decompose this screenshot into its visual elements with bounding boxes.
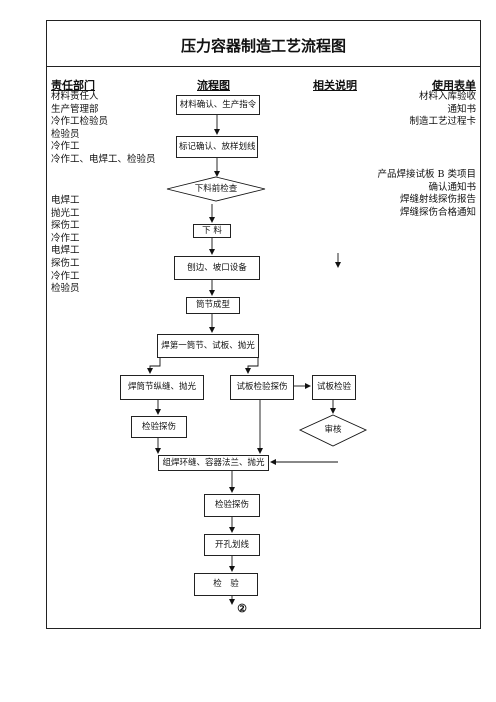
department-item: 冷作工、电焊工、检验员 [51,153,156,165]
node-test-plate-ndt: 试板检验探伤 [230,375,294,400]
form-item: 通知书 [447,103,476,115]
diamond-label-review: 审核 [324,425,342,435]
department-list-bottom: 电焊工 抛光工 探伤工 冷作工 电焊工 探伤工 冷作工 检验员 [51,195,80,296]
node-shell-forming: 筒节成型 [186,297,240,314]
form-item: 确认通知书 [428,181,476,193]
node-opening-marking: 开孔划线 [204,534,260,556]
arrow-connector [147,358,161,374]
form-item: 材料入库验收 [418,91,476,102]
diamond-review [298,414,368,447]
department-item: 冷作工检验员 [51,116,109,128]
node-edge-bevel: 刨边、坡口设备 [174,256,260,280]
form-list-top: 材料入库验收 通知书 制造工艺过程卡 [409,91,476,129]
node-cutting: 下 料 [193,224,231,238]
arrow-connector [245,358,259,374]
department-item: 探伤工 [51,220,80,232]
header-forms: 使用表单 [432,79,476,92]
department-item: 探伤工 [51,257,80,269]
department-item: 材料责任人 [51,91,99,102]
department-item: 电焊工 [51,245,80,257]
connector-circle-2: ② [237,602,247,615]
node-inspection: 检 验 [194,573,258,596]
node-weld-longitudinal: 焊筒节纵缝、抛光 [120,375,204,400]
page-title: 压力容器制造工艺流程图 [180,37,346,55]
form-list-bottom: 产品焊接试板 B 类项目 确认通知书 焊缝射线探伤报告 焊缝探伤合格通知 [377,169,476,219]
department-list-top: 材料责任人 生产管理部 冷作工检验员 检验员 冷作工 冷作工、电焊工、检验员 [51,91,156,167]
header-notes: 相关说明 [313,79,357,92]
department-item: 冷作工 [51,141,80,153]
department-item: 检验员 [51,283,80,295]
department-item: 检验员 [51,128,80,140]
diamond-pre-cut-check [166,176,266,202]
node-assembly-weld: 组焊环缝、容器法兰、抛光 [158,455,269,471]
department-item: 生产管理部 [51,103,99,115]
department-item: 冷作工 [51,232,80,244]
department-item: 电焊工 [51,195,80,206]
form-item: 制造工艺过程卡 [409,116,476,128]
title-divider [46,66,481,67]
diamond-label-pre-cut-check: 下料前检查 [194,184,238,194]
node-ndt-inspect-2: 检验探伤 [204,494,260,517]
node-marking: 标记确认、放样划线 [176,136,258,158]
node-weld-first-shell: 焊第一筒节、试板、抛光 [157,334,259,358]
page-frame [46,20,481,629]
form-item: 焊缝探伤合格通知 [399,206,476,218]
node-ndt-inspect: 检验探伤 [131,416,187,438]
header-flowchart: 流程图 [197,79,230,92]
form-item: 焊缝射线探伤报告 [399,194,476,206]
node-test-plate-check: 试板检验 [312,375,356,400]
department-item: 冷作工 [51,270,80,282]
department-item: 抛光工 [51,207,80,219]
header-department: 责任部门 [51,79,95,92]
form-item: 产品焊接试板 B 类项目 [377,169,476,180]
node-material-confirm: 材料确认、生产指令 [176,95,260,115]
